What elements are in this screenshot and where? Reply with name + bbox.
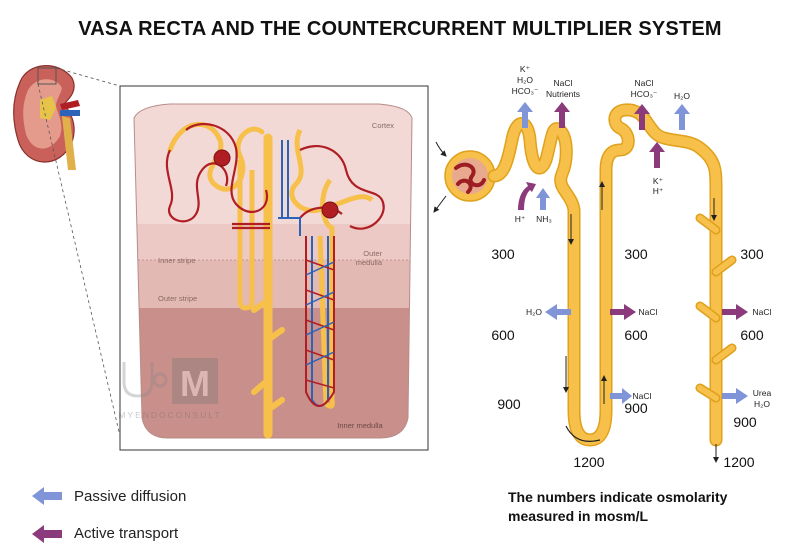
osmolarity-note: The numbers indicate osmolarity measured…: [508, 489, 728, 524]
active-arrow: [554, 102, 570, 128]
osm-cd-900: 900: [733, 414, 757, 430]
zone-label-outer-stripe: Outer stripe: [158, 294, 197, 303]
label-asc-nacl-600: NaCl: [639, 307, 658, 317]
active-arrow: [634, 104, 650, 130]
osm-asc-600: 600: [624, 327, 648, 343]
passive-arrow: [610, 388, 632, 404]
legend-active: Active transport: [74, 525, 178, 542]
dct-bottom-line: K⁺: [653, 176, 664, 186]
active-arrow: [649, 142, 665, 168]
osm-desc-600: 600: [491, 327, 515, 343]
dct-top-left-line: NaCl: [635, 78, 654, 88]
osm-asc-300: 300: [624, 246, 648, 262]
dct-bottom-line: H⁺: [653, 186, 664, 196]
legend-passive: Passive diffusion: [74, 488, 186, 505]
cd-urea-line: Urea: [753, 388, 772, 398]
pct-top-right-line: Nutrients: [546, 89, 580, 99]
nephron-schematic: [433, 103, 737, 463]
outer-medulla-line: Outer: [363, 249, 382, 258]
osm-cd-600: 600: [740, 327, 764, 343]
label-desc-h2o: H₂O: [526, 307, 542, 317]
label-h-plus: H⁺: [515, 214, 526, 224]
transport-arrows: [517, 102, 748, 404]
active-arrow: [518, 182, 536, 210]
passive-arrow: [536, 188, 550, 210]
label-nh3: NH₃: [536, 214, 552, 224]
osm-desc-900: 900: [497, 396, 521, 412]
osm-loop-1200: 1200: [573, 454, 604, 470]
active-arrow: [722, 304, 748, 320]
dct-top-left-line: HCO₃⁻: [631, 89, 658, 99]
passive-arrow: [517, 102, 533, 128]
kidney-icon: [13, 65, 80, 170]
osm-asc-900: 900: [624, 400, 648, 416]
watermark-logo: M MYENDOCONSULT: [118, 358, 221, 420]
legend-passive-label: Passive diffusion: [74, 488, 187, 505]
cd-urea-line: H₂O: [754, 399, 770, 409]
passive-arrow: [545, 304, 571, 320]
osmolarity-values: 300 600 900 1200 300 600 900 300 600 900…: [491, 246, 764, 470]
active-arrow: [610, 304, 636, 320]
zone-label-inner-stripe: Inner stripe: [158, 256, 196, 265]
pct-top-left-line: HCO₃⁻: [512, 86, 539, 96]
legend-active-label: Active transport: [74, 525, 179, 542]
pct-top-left-line: K⁺: [520, 64, 531, 74]
zoom-projection-lines: [37, 67, 121, 437]
zone-label-cortex: Cortex: [372, 121, 394, 130]
pct-top-right-line: NaCl: [554, 78, 573, 88]
outer-medulla-line: medulla: [356, 258, 383, 267]
osm-desc-300: 300: [491, 246, 515, 262]
legend-passive-arrow-icon: [32, 487, 62, 505]
pct-top-left-line: H₂O: [517, 75, 533, 85]
label-asc-nacl-900: NaCl: [633, 391, 652, 401]
passive-arrow: [674, 104, 690, 130]
osm-cd-300: 300: [740, 246, 764, 262]
zone-label-inner-medulla: Inner medulla: [337, 421, 383, 430]
label-cd-nacl: NaCl: [753, 307, 772, 317]
passive-arrow: [722, 388, 748, 404]
diagram-title: VASA RECTA AND THE COUNTERCURRENT MULTIP…: [78, 18, 722, 40]
label-dct-bottom: K⁺H⁺: [653, 176, 664, 196]
osm-cd-1200: 1200: [723, 454, 754, 470]
legend-active-arrow-icon: [32, 525, 62, 543]
svg-text:M: M: [180, 363, 210, 404]
watermark-text: MYENDOCONSULT: [118, 410, 221, 420]
label-dct-top-right: H₂O: [674, 91, 690, 101]
